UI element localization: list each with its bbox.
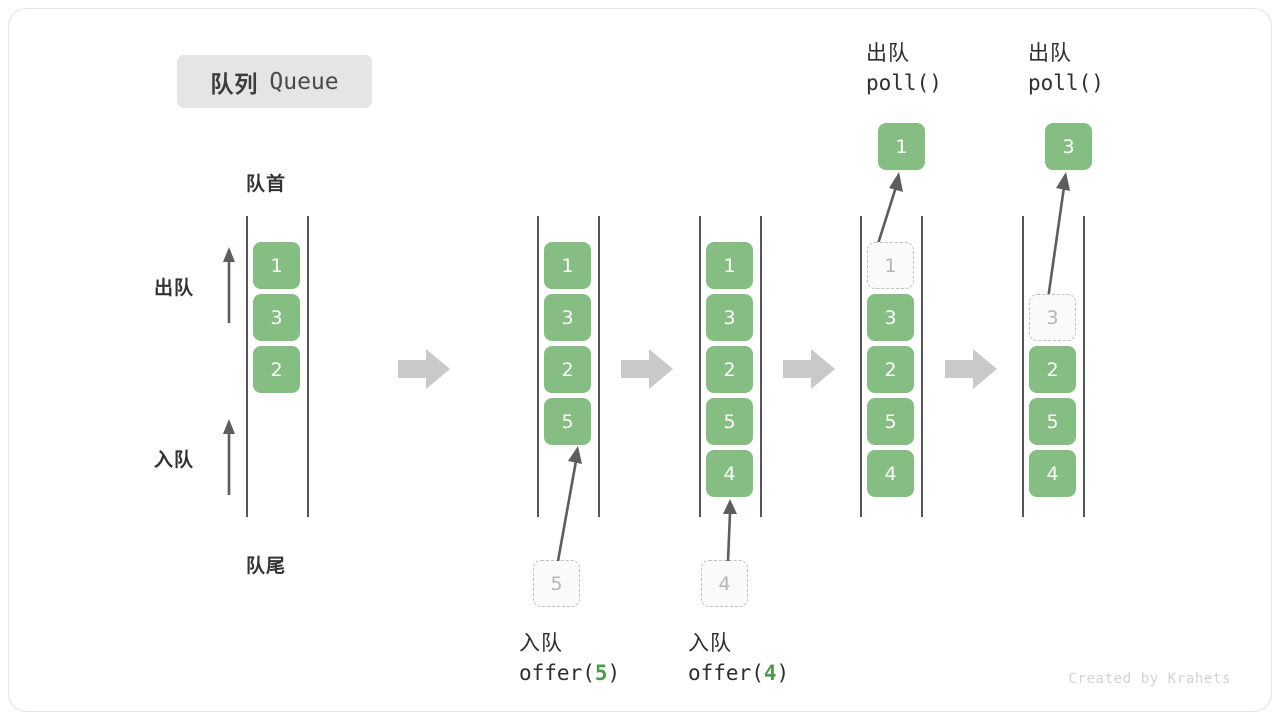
queue-head-label: 队首	[246, 173, 287, 195]
flow-arrow-icon	[783, 349, 835, 389]
flow-arrow-icon	[398, 349, 450, 389]
queue-cell-ghost: 1	[867, 242, 914, 289]
offer-4-caption: 入队 offer(4)	[688, 629, 789, 689]
offer-5-code-suffix: )	[607, 660, 621, 685]
offer-4-caption-cn: 入队	[688, 631, 732, 655]
offer-4-code-prefix: offer(	[688, 660, 764, 685]
enqueue-direction-arrow	[223, 419, 235, 495]
rail-left	[699, 216, 701, 517]
queue-cell: 5	[1029, 398, 1076, 445]
queue-cell: 2	[706, 346, 753, 393]
queue-tail-label: 队尾	[246, 555, 287, 577]
offer-5-arrow	[556, 446, 582, 562]
poll-1-caption: 出队 poll()	[866, 39, 942, 99]
rail-left	[537, 216, 539, 517]
offer-4-caption-code: offer(4)	[688, 659, 789, 689]
poll-1-arrow	[875, 172, 903, 248]
queue-cell: 5	[867, 398, 914, 445]
queue-cell: 4	[867, 450, 914, 497]
title-badge: 队列 Queue	[177, 55, 372, 108]
poll-3-caption: 出队 poll()	[1028, 39, 1104, 99]
queue-cell: 3	[867, 294, 914, 341]
rail-right	[1083, 216, 1085, 517]
queue-cell: 2	[253, 346, 300, 393]
queue-cell: 1	[544, 242, 591, 289]
rail-left	[1022, 216, 1024, 517]
offer-5-caption-code: offer(5)	[519, 659, 620, 689]
poll-3-arrow	[1046, 172, 1070, 300]
queue-cell: 2	[867, 346, 914, 393]
rail-right	[921, 216, 923, 517]
offer-5-caption: 入队 offer(5)	[519, 629, 620, 689]
rail-right	[598, 216, 600, 517]
queue-cell: 3	[706, 294, 753, 341]
offer-4-arrow	[723, 499, 737, 562]
title-chinese: 队列	[210, 71, 259, 98]
queue-cell: 5	[544, 398, 591, 445]
queue-cell: 4	[1029, 450, 1076, 497]
queue-cell-ghost: 3	[1029, 294, 1076, 341]
offer-4-code-value: 4	[763, 660, 777, 685]
poll-1-result-cell: 1	[878, 123, 925, 170]
title-english: Queue	[269, 68, 339, 95]
queue-cell: 1	[253, 242, 300, 289]
poll-3-result-cell: 3	[1045, 123, 1092, 170]
rail-right	[760, 216, 762, 517]
offer-5-code-value: 5	[594, 660, 608, 685]
dequeue-direction-arrow	[223, 247, 235, 323]
incoming-ghost-cell: 4	[701, 560, 748, 607]
offer-4-code-suffix: )	[776, 660, 790, 685]
poll-1-caption-code: poll()	[866, 70, 942, 95]
poll-1-caption-cn: 出队	[866, 41, 910, 65]
offer-5-code-prefix: offer(	[519, 660, 595, 685]
incoming-ghost-cell: 5	[533, 560, 580, 607]
flow-arrow-icon	[621, 349, 673, 389]
offer-5-caption-cn: 入队	[519, 631, 563, 655]
queue-cell: 5	[706, 398, 753, 445]
queue-cell: 2	[1029, 346, 1076, 393]
rail-right	[307, 216, 309, 517]
queue-cell: 4	[706, 450, 753, 497]
enqueue-side-label: 入队	[154, 449, 195, 471]
queue-cell: 3	[253, 294, 300, 341]
diagram-card: 队列 Queue 队首 队尾 出队 入队 1 3 2	[8, 8, 1272, 712]
rail-left	[860, 216, 862, 517]
dequeue-side-label: 出队	[154, 277, 195, 299]
queue-cell: 2	[544, 346, 591, 393]
rail-left	[246, 216, 248, 517]
queue-cell: 3	[544, 294, 591, 341]
poll-3-caption-code: poll()	[1028, 70, 1104, 95]
queue-cell: 1	[706, 242, 753, 289]
watermark: Created by Krahets	[1068, 671, 1231, 687]
poll-3-caption-cn: 出队	[1028, 41, 1072, 65]
flow-arrow-icon	[945, 349, 997, 389]
